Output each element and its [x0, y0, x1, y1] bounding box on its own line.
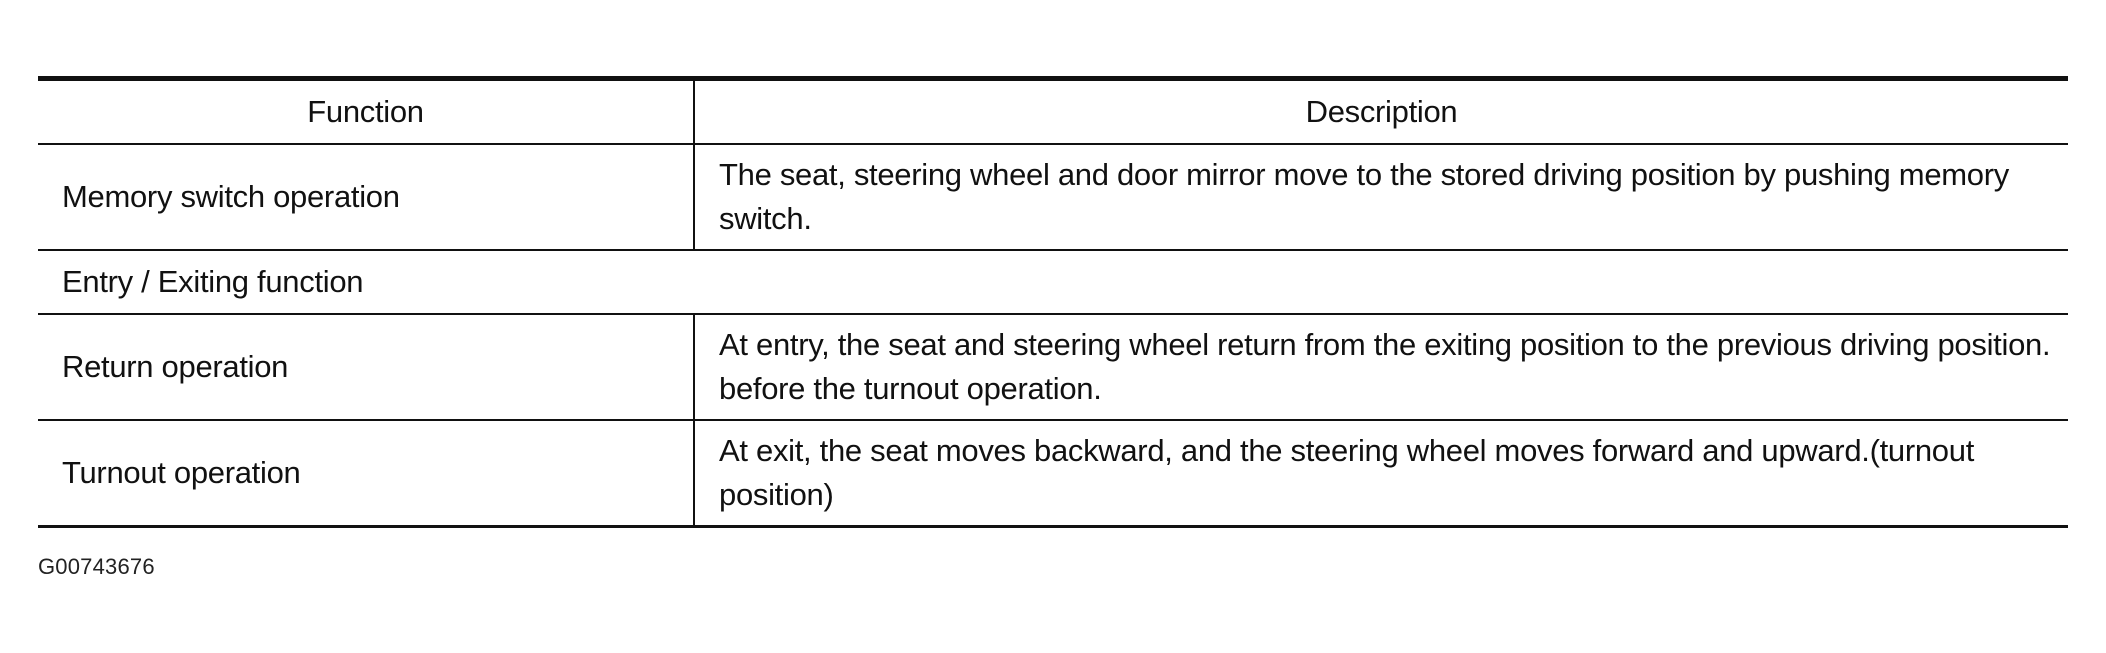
description-cell: At entry, the seat and steering wheel re…	[719, 326, 2051, 406]
function-cell: Return operation	[38, 313, 695, 420]
figure-id: G00743676	[38, 554, 155, 579]
section-row: Entry / Exiting function	[38, 250, 2068, 314]
description-cell: The seat, steering wheel and door mirror…	[719, 156, 2009, 236]
table-header-row: Function Description	[38, 78, 2068, 144]
function-cell: Memory switch operation	[38, 143, 695, 250]
description-cell: At exit, the seat moves backward, and th…	[719, 432, 1975, 512]
section-heading: Entry / Exiting function	[62, 263, 364, 299]
header-description: Description	[1305, 93, 1458, 129]
table-row: Turnout operation At exit, the seat move…	[38, 419, 2068, 526]
header-function: Function	[38, 78, 695, 144]
function-cell: Turnout operation	[38, 419, 695, 526]
function-description-table: Function Description Memory switch opera…	[38, 76, 2068, 528]
table-row: Return operation At entry, the seat and …	[38, 313, 2068, 420]
table-row: Memory switch operation The seat, steeri…	[38, 143, 2068, 250]
